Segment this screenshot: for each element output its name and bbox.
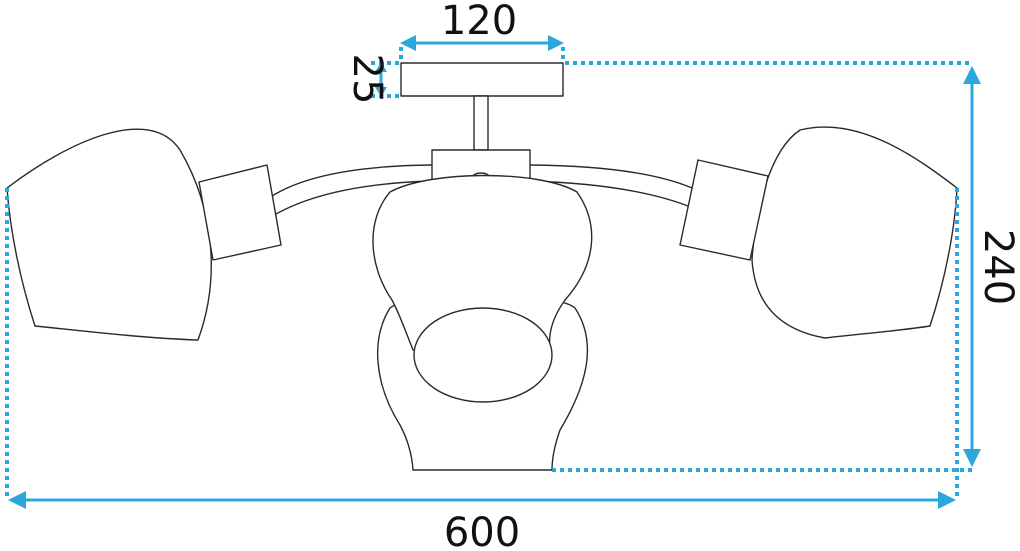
center-bulb — [413, 307, 553, 403]
top-height-arrow-up — [375, 62, 387, 72]
dimension-annotations — [5, 35, 981, 509]
overall-height-label: 240 — [975, 229, 1020, 305]
top-height-arrow-down — [375, 87, 387, 97]
overall-width-label: 600 — [444, 510, 520, 551]
overall-width-arrow-left — [8, 491, 26, 509]
center-shade-front — [372, 174, 593, 351]
overall-height-arrow-up — [963, 66, 981, 84]
top-width-label: 120 — [441, 0, 517, 44]
right-socket — [679, 159, 769, 261]
chandelier-drawing — [6, 62, 958, 471]
ceiling-canopy — [400, 62, 564, 97]
left-socket — [198, 164, 282, 261]
top-width-arrow-right — [548, 35, 564, 51]
overall-height-arrow-down — [963, 449, 981, 467]
right-shade — [751, 126, 958, 339]
stem — [473, 95, 489, 151]
top-height-label: 25 — [344, 54, 390, 105]
overall-width-arrow-right — [938, 491, 956, 509]
left-shade — [6, 128, 212, 341]
left-arm — [271, 164, 433, 215]
top-width-arrow-left — [400, 35, 416, 51]
